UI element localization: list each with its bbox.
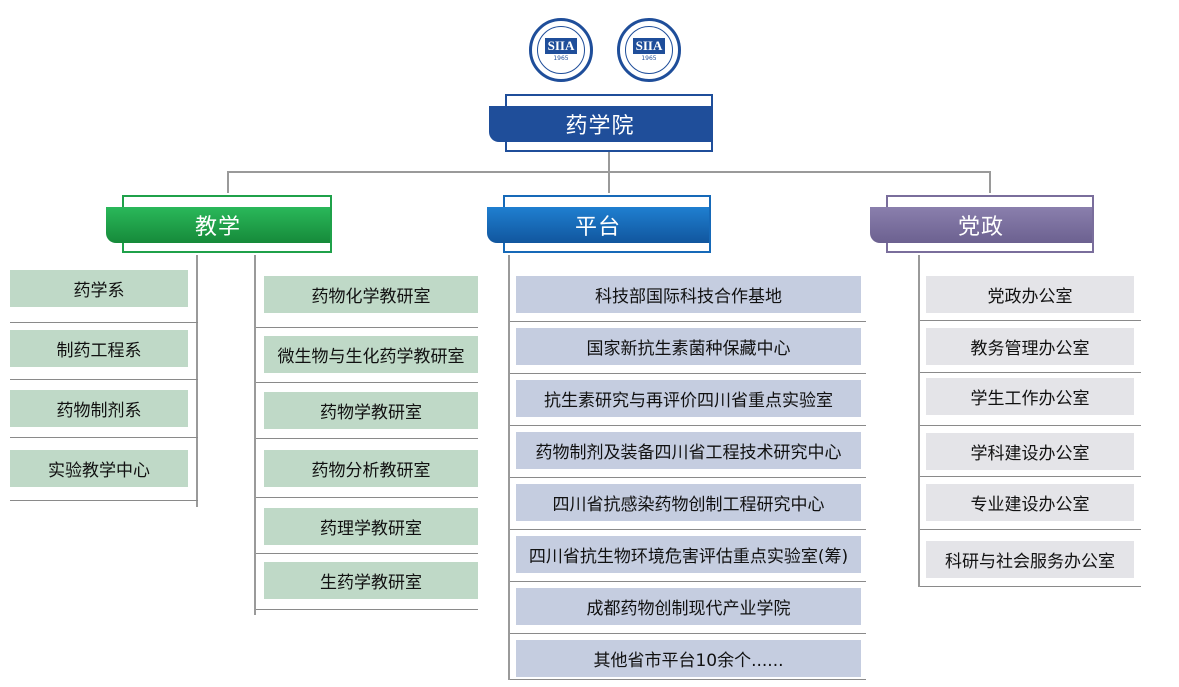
separator [256,497,478,498]
platform-header: 平台 [487,195,711,253]
separator [510,373,866,374]
department-item: 实验教学中心 [10,450,188,487]
teaching-office-item: 药物分析教研室 [264,450,478,487]
party-office-item: 党政办公室 [926,276,1134,313]
party-office-item: 教务管理办公室 [926,328,1134,365]
separator [10,379,198,380]
separator [920,476,1141,477]
separator [510,425,866,426]
separator [920,425,1141,426]
teaching-office-item: 药物学教研室 [264,392,478,429]
party-header: 党政 [870,195,1094,253]
party-label: 党政 [957,215,1004,240]
party-office-item: 学生工作办公室 [926,378,1134,415]
vertical-line [196,255,198,507]
institute-logo-right: SIIA 1965 [617,18,681,82]
separator [510,477,866,478]
root-node-body: 药学院 [489,106,711,142]
separator [10,437,198,438]
separator [256,609,478,610]
party-office-item: 专业建设办公室 [926,484,1134,521]
connector [989,171,991,193]
logo-year: 1965 [641,55,657,62]
separator [920,372,1141,373]
party-office-item: 科研与社会服务办公室 [926,541,1134,578]
separator [920,320,1141,321]
separator [510,529,866,530]
separator [256,382,478,383]
teaching-office-item: 生药学教研室 [264,562,478,599]
logo-text: SIIA [544,38,578,54]
logo-text: SIIA [632,38,666,54]
teaching-office-item: 药物化学教研室 [264,276,478,313]
root-node: 药学院 [489,94,713,152]
platform-item: 四川省抗感染药物创制工程研究中心 [516,484,861,521]
department-item: 药物制剂系 [10,390,188,427]
party-header-body: 党政 [870,207,1092,243]
party-office-item: 学科建设办公室 [926,433,1134,470]
platform-item: 抗生素研究与再评价四川省重点实验室 [516,380,861,417]
teaching-office-item: 微生物与生化药学教研室 [264,336,478,373]
platform-label: 平台 [574,215,621,240]
platform-item: 成都药物创制现代产业学院 [516,588,861,625]
platform-item: 四川省抗生物环境危害评估重点实验室(筹) [516,536,861,573]
connector [608,152,610,172]
root-label: 药学院 [565,114,635,139]
vertical-line [508,255,510,680]
department-item: 药学系 [10,270,188,307]
platform-header-body: 平台 [487,207,709,243]
teaching-header-body: 教学 [106,207,330,243]
teaching-label: 教学 [194,215,241,240]
department-item: 制药工程系 [10,330,188,367]
connector [227,171,229,193]
separator [256,553,478,554]
platform-item: 科技部国际科技合作基地 [516,276,861,313]
separator [510,581,866,582]
vertical-line [918,255,920,587]
separator [256,327,478,328]
vertical-line [254,255,256,615]
school-logo-left: SIIA 1965 [529,18,593,82]
logo-year: 1965 [553,55,569,62]
teaching-office-item: 药理学教研室 [264,508,478,545]
separator [920,529,1141,530]
separator [10,322,198,323]
separator [256,438,478,439]
separator [10,500,198,501]
connector [608,171,610,193]
separator [920,586,1141,587]
platform-item: 国家新抗生素菌种保藏中心 [516,328,861,365]
separator [510,633,866,634]
platform-item: 其他省市平台10余个...... [516,640,861,677]
separator [510,679,866,680]
platform-item: 药物制剂及装备四川省工程技术研究中心 [516,432,861,469]
separator [510,321,866,322]
teaching-header: 教学 [106,195,332,253]
